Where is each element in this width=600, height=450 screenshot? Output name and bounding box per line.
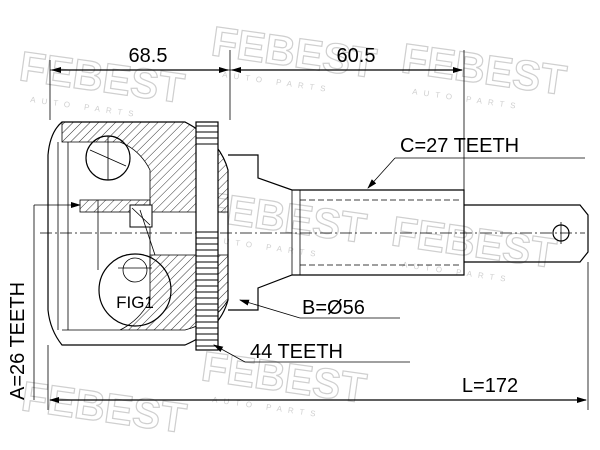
callout-inner-spline: A=26 TEETH [7, 202, 81, 400]
shaft [228, 154, 589, 311]
lower-ball [122, 257, 148, 283]
dim-left-length: 68.5 [129, 45, 168, 67]
callout-abs: 44 TEETH [213, 341, 410, 363]
fig1-circle [98, 253, 172, 327]
callout-leader [213, 344, 246, 363]
fig1-leader [139, 209, 156, 256]
inner-race-diag [131, 207, 151, 226]
stub-outline [464, 204, 589, 263]
bottom-dimension: L=172 [47, 262, 589, 410]
abs-ring-teeth [196, 125, 218, 347]
abs-teeth-label: 44 TEETH [250, 341, 343, 363]
diameter-label: B=Ø56 [302, 297, 365, 319]
callout-diameter: B=Ø56 [239, 297, 400, 319]
fig1-label: FIG1 [116, 293, 154, 312]
outer-spline-label: C=27 TEETH [400, 135, 519, 157]
dim-right-length: 60.5 [337, 45, 376, 67]
inner-spline-label: A=26 TEETH [7, 282, 29, 400]
callout-leader [367, 157, 396, 189]
total-length-label: L=172 [462, 375, 518, 397]
shaft-neck-outline [228, 154, 465, 311]
abs-ring [195, 121, 219, 351]
callout-leader [239, 299, 301, 319]
callout-outer-spline: C=27 TEETH [367, 135, 585, 189]
abs-ring-body [195, 121, 219, 351]
top-dimensions: 68.5 60.5 [49, 45, 465, 200]
watermark-brand: FEBEST [19, 372, 190, 442]
cv-balls: FIG1 [85, 135, 172, 327]
